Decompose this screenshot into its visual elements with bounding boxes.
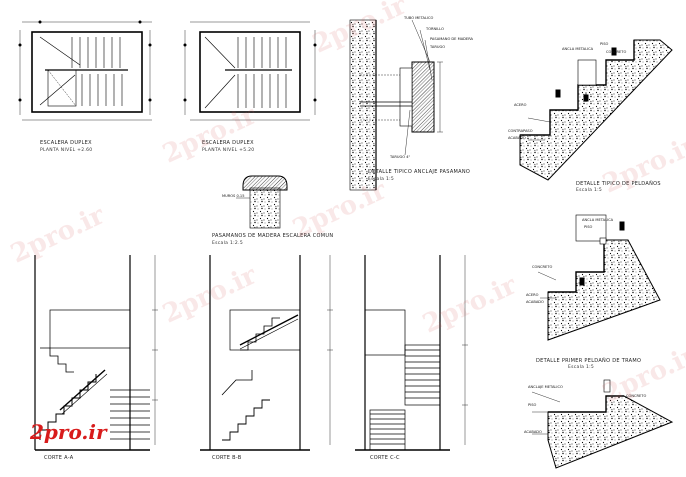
typical-steps-tag-5: CONTRAPASO bbox=[508, 129, 533, 133]
first-step-tag-3: CONCRETO bbox=[532, 265, 553, 269]
first-step-scale: Escala 1:5 bbox=[568, 365, 595, 370]
handrail-anchor-detail bbox=[349, 19, 443, 191]
handrail-anchor-title: DETALLE TIPICO ANCLAJE PASAMANO bbox=[368, 169, 471, 175]
typical-steps-tag-2: PISO bbox=[600, 42, 609, 46]
typical-steps-title: DETALLE TIPICO DE PELDAÑOS bbox=[576, 181, 661, 187]
section-a-title: CORTE A-A bbox=[44, 455, 74, 461]
section-b bbox=[200, 255, 333, 451]
anchor-tag-3: PASAMANO DE MADERA bbox=[430, 37, 474, 41]
stair-plan-1 bbox=[18, 20, 152, 121]
first-step-tag-4: ACERO bbox=[526, 293, 539, 297]
section-c-title: CORTE C-C bbox=[370, 455, 400, 461]
section-b-title: CORTE B-B bbox=[212, 455, 242, 461]
bottom-step-tag-2: CONCRETO bbox=[626, 394, 647, 398]
plan-1-title: ESCALERA DUPLEX bbox=[40, 140, 92, 146]
typical-steps-tag-3: CONCRETO bbox=[606, 50, 627, 54]
first-step-tag-2: PISO bbox=[584, 225, 593, 229]
anchor-tag-5: TARUGO 4" bbox=[390, 155, 411, 159]
typical-steps-tag-1: ANCLA METALICA bbox=[562, 47, 594, 51]
typical-steps-detail bbox=[519, 39, 673, 181]
site-logo: 2pro.ir bbox=[30, 420, 107, 444]
bottom-step-detail bbox=[531, 379, 674, 469]
first-step-tag-5: ACABADO bbox=[526, 300, 544, 304]
wood-handrail-scale: Escala 1:2.5 bbox=[212, 241, 243, 246]
section-c bbox=[355, 255, 468, 451]
stair-plan-2 bbox=[183, 21, 317, 121]
plan-1-subtitle: PLANTA NIVEL +2.60 bbox=[40, 148, 93, 153]
first-step-tag-1: ANCLA METALICA bbox=[582, 218, 614, 222]
anchor-tag-1: TUBO METALICO bbox=[404, 16, 434, 20]
bottom-step-tag-1: ANCLAJE METALICO bbox=[528, 385, 563, 389]
typical-steps-tag-4: ACERO bbox=[514, 103, 527, 107]
bottom-step-tag-4: ACABADO bbox=[524, 430, 542, 434]
anchor-tag-4: TARUGO bbox=[430, 45, 446, 49]
plan-2-subtitle: PLANTA NIVEL +5.20 bbox=[202, 148, 255, 153]
first-step-detail bbox=[537, 214, 661, 341]
first-step-title: DETALLE PRIMER PELDAÑO DE TRAMO bbox=[536, 358, 642, 364]
typical-steps-tag-6: ACABADO bbox=[508, 136, 526, 140]
section-a bbox=[34, 255, 158, 451]
handrail-anchor-scale: Escala 1:5 bbox=[368, 177, 395, 182]
anchor-tag-2: TORNILLO bbox=[426, 27, 444, 31]
bottom-step-tag-3: PISO bbox=[528, 403, 537, 407]
wood-handrail-tag: MUROS 0.15 bbox=[222, 194, 245, 198]
typical-steps-scale: Escala 1:5 bbox=[576, 188, 603, 193]
plan-2-title: ESCALERA DUPLEX bbox=[202, 140, 254, 146]
wood-handrail-profile bbox=[236, 175, 288, 229]
wood-handrail-title: PASAMANOS DE MADERA ESCALERA COMUN bbox=[212, 233, 334, 239]
